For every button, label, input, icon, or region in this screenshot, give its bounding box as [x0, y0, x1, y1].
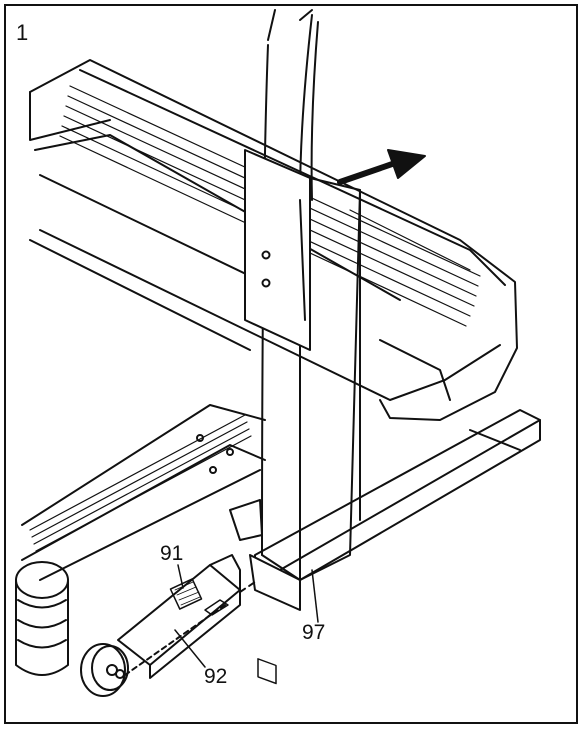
bolt-hole — [196, 434, 204, 442]
leader-92 — [174, 629, 206, 668]
direction-arrow — [337, 149, 426, 185]
base-frame — [229, 409, 541, 685]
step-number: 1 — [16, 20, 29, 45]
deck-ribs — [29, 414, 252, 552]
front-foot — [15, 561, 69, 676]
wheel-bracket — [80, 554, 256, 697]
callout-97: 97 — [302, 621, 326, 644]
callout-92: 92 — [204, 665, 228, 688]
leader-97 — [311, 569, 319, 623]
leader-91 — [177, 564, 184, 589]
bolt-hole — [209, 466, 217, 474]
walking-deck — [21, 404, 266, 581]
part-91-hatch — [174, 581, 201, 606]
leader-lines — [174, 564, 319, 668]
part-91-pad — [169, 578, 203, 610]
upright — [244, 9, 361, 581]
wheel — [80, 643, 126, 697]
bolt-hole — [226, 448, 234, 456]
callout-91: 91 — [160, 542, 184, 565]
